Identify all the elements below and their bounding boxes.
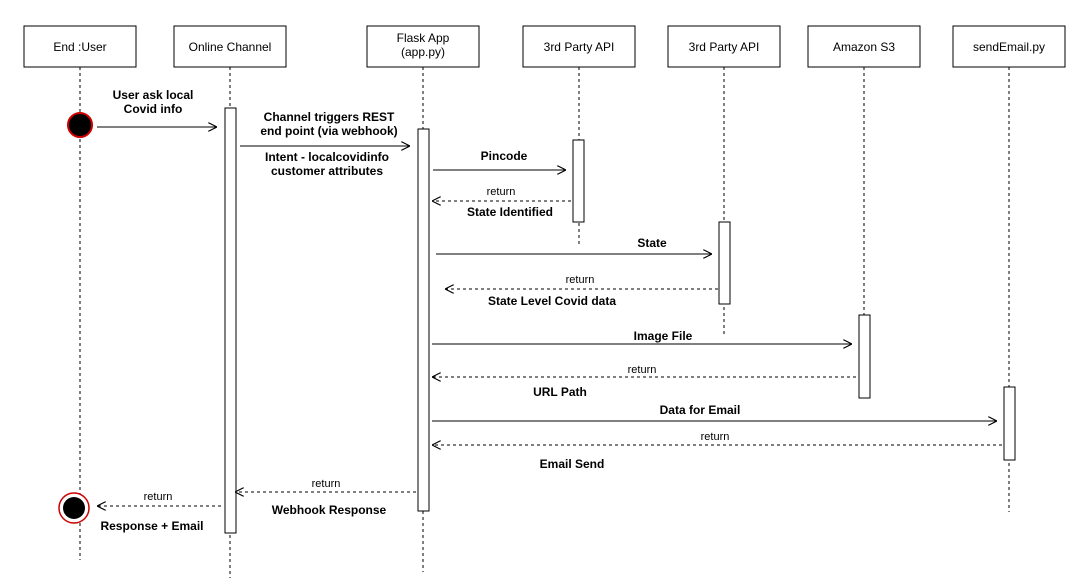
label-intent-line2: customer attributes <box>271 164 383 178</box>
label-response-email: Response + Email <box>100 519 203 533</box>
activation-api1 <box>572 139 585 223</box>
participant-online-channel: Online Channel <box>173 25 287 68</box>
label-intent-line1: Intent - localcovidinfo <box>265 150 389 164</box>
participant-user: End :User <box>23 25 137 68</box>
participant-amazon-s3: Amazon S3 <box>807 25 921 68</box>
label-state-level: State Level Covid data <box>488 294 616 308</box>
label-return-email: return <box>701 431 730 443</box>
activation-api2 <box>718 221 731 305</box>
label-user-ask-line1: User ask local <box>113 88 194 102</box>
participant-user-label: End :User <box>53 40 106 54</box>
activation-email <box>1003 386 1016 461</box>
activation-flask <box>417 128 430 512</box>
label-state: State <box>637 236 667 250</box>
start-actor-icon <box>68 113 92 137</box>
label-return-api1: return <box>487 186 516 198</box>
label-webhook-response: Webhook Response <box>272 503 387 517</box>
label-pincode: Pincode <box>481 149 528 163</box>
label-user-ask-line2: Covid info <box>124 102 183 116</box>
participant-api1-label: 3rd Party API <box>544 40 615 54</box>
participant-flask-app: Flask App (app.py) <box>366 25 480 68</box>
participant-s3-label: Amazon S3 <box>833 40 895 54</box>
label-url-path: URL Path <box>533 385 587 399</box>
label-return-s3: return <box>628 364 657 376</box>
activation-channel <box>224 107 237 534</box>
participant-api2-label: 3rd Party API <box>689 40 760 54</box>
label-data-for-email: Data for Email <box>660 403 741 417</box>
label-email-send: Email Send <box>540 457 605 471</box>
label-image-file: Image File <box>634 329 693 343</box>
label-return-flask: return <box>312 478 341 490</box>
participant-third-party-api-2: 3rd Party API <box>667 25 781 68</box>
label-return-channel: return <box>144 491 173 503</box>
label-channel-trigger-line1: Channel triggers REST <box>264 110 395 124</box>
participant-flask-sublabel: (app.py) <box>401 45 445 59</box>
participant-third-party-api-1: 3rd Party API <box>522 25 636 68</box>
label-channel-trigger-line2: end point (via webhook) <box>260 124 397 138</box>
start-actor-ring <box>67 112 93 138</box>
participant-flask-label: Flask App <box>397 31 450 45</box>
participant-email-label: sendEmail.py <box>973 40 1045 54</box>
label-state-identified: State Identified <box>467 205 553 219</box>
participant-channel-label: Online Channel <box>189 40 272 54</box>
label-return-api2: return <box>566 274 595 286</box>
participant-send-email: sendEmail.py <box>952 25 1066 68</box>
activation-s3 <box>858 314 871 399</box>
end-actor-icon <box>63 497 85 519</box>
